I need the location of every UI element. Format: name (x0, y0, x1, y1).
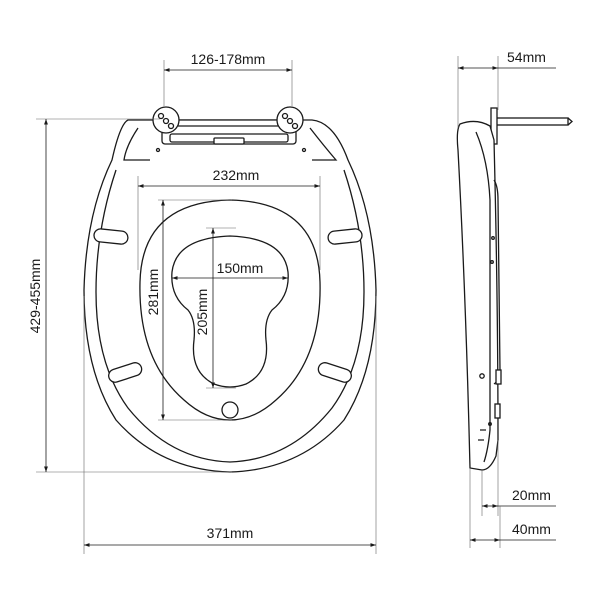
hinge-tab (213, 137, 245, 145)
bumper-front-right (317, 362, 352, 383)
bumper-rear-left (93, 228, 129, 245)
front-button (221, 401, 239, 419)
seat-opening (171, 235, 289, 388)
dim-hinge-depth: 54mm (507, 49, 546, 65)
dim-lid-thickness: 20mm (512, 487, 551, 503)
dim-inner-width: 232mm (213, 167, 260, 183)
bumper-rear-right (327, 228, 363, 245)
front-view (83, 106, 377, 473)
seat-lip-outline (95, 169, 365, 463)
front-dimensions: 126-178mm 232mm 150mm 205mm 281mm 429-45… (27, 51, 377, 554)
hinge-knob-right (276, 106, 304, 134)
side-lid (456, 120, 499, 471)
side-seat (475, 131, 491, 463)
dim-hinge-spacing: 126-178mm (191, 51, 266, 67)
bumper-front-left (108, 362, 143, 383)
dim-length: 429-455mm (27, 259, 43, 334)
seat-inner-edge (123, 127, 338, 161)
dim-opening-length: 205mm (194, 289, 210, 336)
side-view (456, 107, 573, 471)
dim-total-thickness: 40mm (512, 521, 551, 537)
dim-inner-length: 281mm (145, 269, 161, 316)
side-dimensions: 54mm 20mm 40mm (457, 49, 556, 548)
hinge-rod (495, 117, 569, 126)
dim-outer-width: 371mm (207, 525, 254, 541)
hinge-knob-left (152, 106, 180, 134)
bumper-slots (93, 228, 363, 383)
dim-opening-width: 150mm (217, 260, 264, 276)
